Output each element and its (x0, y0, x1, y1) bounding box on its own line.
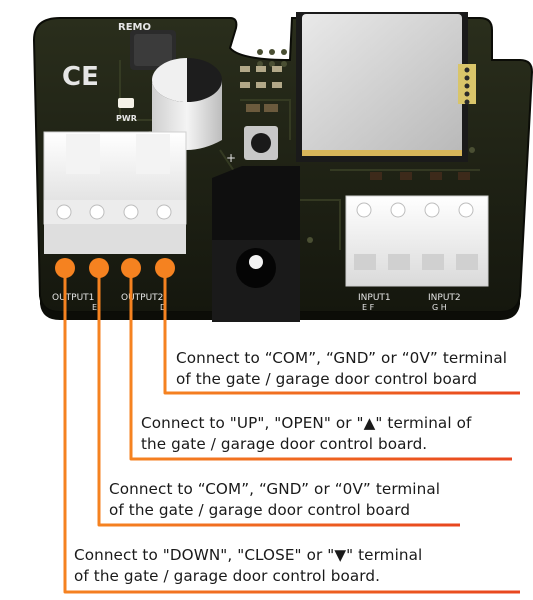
smd-components (240, 66, 470, 180)
leader-line-4 (63, 268, 520, 594)
output1-label: OUTPUT1 (52, 293, 94, 303)
callout-line: Connect to “COM”, “GND” or “0V” terminal (109, 480, 441, 498)
connection-dot-4 (155, 258, 175, 278)
connection-dot-2 (89, 258, 109, 278)
callout-line: Connect to "DOWN", "CLOSE" or "▼" termin… (74, 546, 423, 564)
leader-line-1 (163, 268, 520, 395)
leader-line-2 (129, 268, 512, 461)
input1-label: INPUT1 (358, 293, 391, 303)
callout-down-close: Connect to "DOWN", "CLOSE" or "▼" termin… (74, 545, 422, 587)
input2-label: INPUT2 (428, 293, 461, 303)
header-pins (458, 64, 476, 105)
silkscreen-top-label: REMO (118, 22, 151, 33)
connection-dot-3 (121, 258, 141, 278)
callout-line: of the gate / garage door control board. (74, 567, 380, 585)
callout-com-gnd-output1: Connect to “COM”, “GND” or “0V” terminal… (109, 479, 440, 521)
pwr-led (118, 98, 134, 108)
pwr-label: PWR (116, 114, 137, 123)
output2-label: OUTPUT2 (121, 293, 163, 303)
callout-line: Connect to “COM”, “GND” or “0V” terminal (176, 349, 508, 367)
callout-com-gnd-output2: Connect to “COM”, “GND” or “0V” terminal… (176, 348, 507, 390)
output1-pins-label: E (92, 303, 97, 312)
leader-line-3 (97, 268, 460, 527)
tactile-button (244, 126, 278, 160)
callout-line: Connect to "UP", "OPEN" or "▲" terminal … (141, 414, 472, 432)
callout-up-open: Connect to "UP", "OPEN" or "▲" terminal … (141, 413, 471, 455)
input2-pins-label: G H (432, 303, 447, 312)
plus-label: + (226, 151, 236, 165)
connection-dot-1 (55, 258, 75, 278)
callout-line: of the gate / garage door control board (109, 501, 411, 519)
ce-mark-icon: CE (62, 62, 99, 92)
input1-pins-label: E F (362, 303, 375, 312)
wifi-module (296, 12, 468, 162)
callout-line: of the gate / garage door control board (176, 370, 478, 388)
callout-line: the gate / garage door control board. (141, 435, 428, 453)
inductor (130, 30, 176, 70)
dc-barrel-jack (212, 166, 300, 322)
output-terminal-block (43, 131, 187, 254)
input-terminal-block (345, 195, 489, 287)
output2-pins-label: D (160, 303, 166, 312)
